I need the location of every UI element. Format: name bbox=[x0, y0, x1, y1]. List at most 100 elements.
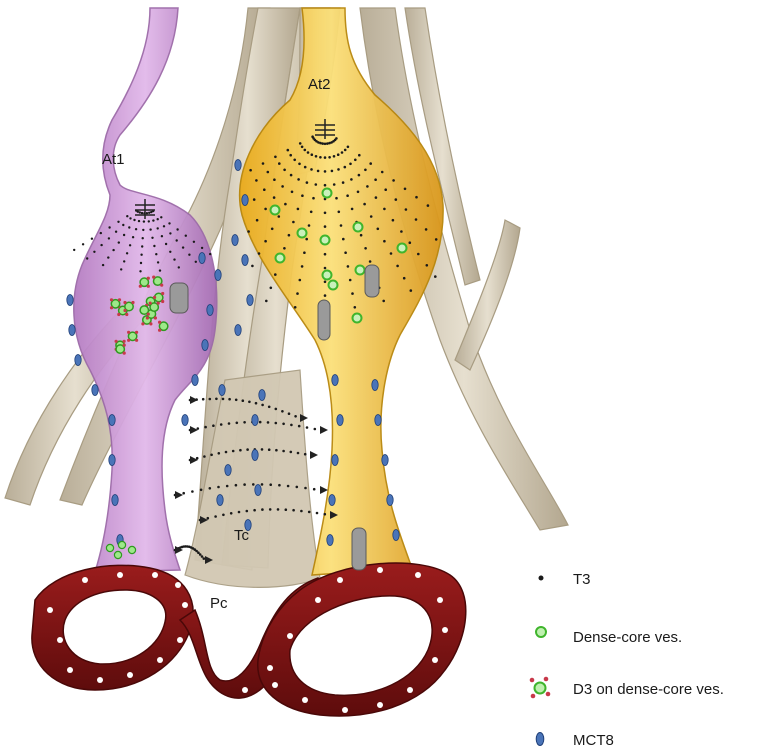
t3-dot bbox=[314, 428, 317, 431]
t3-dot bbox=[214, 515, 217, 518]
d3-marker bbox=[127, 339, 130, 342]
t3-dot bbox=[304, 149, 307, 152]
d3-marker bbox=[157, 302, 160, 305]
t3-dot bbox=[142, 229, 144, 231]
t3-dot bbox=[169, 251, 171, 253]
dense-core-vesicle bbox=[323, 189, 332, 198]
t3-dot bbox=[264, 208, 267, 211]
t3-dot bbox=[299, 142, 302, 145]
t3-dot bbox=[107, 256, 109, 258]
legend-label-d3: D3 on dense-core ves. bbox=[573, 681, 724, 698]
t3-dot bbox=[324, 143, 327, 146]
t3-dot bbox=[417, 253, 420, 256]
mct8-marker bbox=[252, 450, 258, 461]
green-ring-with-red-dots-icon bbox=[530, 677, 551, 699]
legend-item-dense-core: Dense-core ves. bbox=[536, 627, 682, 646]
t3-dot bbox=[427, 204, 430, 207]
mct8-marker bbox=[215, 270, 221, 281]
t3-dot bbox=[319, 156, 322, 159]
t3-dot bbox=[268, 406, 271, 409]
t3-dot bbox=[384, 188, 387, 191]
dense-core-vesicle bbox=[356, 266, 365, 275]
t3-dot bbox=[151, 237, 153, 239]
t3-dot bbox=[142, 237, 144, 239]
t3-dot bbox=[354, 159, 357, 162]
mct8-marker bbox=[382, 455, 388, 466]
t3-dot bbox=[344, 251, 347, 254]
t3-dot bbox=[193, 241, 195, 243]
capillary-dot bbox=[207, 687, 213, 693]
t3-dot bbox=[271, 228, 274, 231]
t3-dot bbox=[262, 162, 265, 165]
mct8-marker bbox=[182, 415, 188, 426]
t3-dot bbox=[128, 226, 130, 228]
mct8-marker bbox=[109, 455, 115, 466]
t3-dot bbox=[281, 185, 284, 188]
t3-dot bbox=[182, 492, 185, 495]
mct8-marker bbox=[252, 415, 258, 426]
legend-item-t3: T3 bbox=[539, 571, 591, 588]
capillary-dot bbox=[377, 702, 383, 708]
t3-dot bbox=[157, 261, 159, 263]
t3-dot bbox=[157, 227, 159, 229]
t3-dot bbox=[310, 168, 313, 171]
t3-dot bbox=[316, 512, 319, 515]
t3-dot bbox=[297, 208, 300, 211]
t3-dot bbox=[335, 197, 338, 200]
t3-dot bbox=[296, 486, 299, 489]
t3-dot bbox=[425, 228, 428, 231]
t3-dot bbox=[281, 410, 284, 413]
t3-dot bbox=[364, 169, 367, 172]
mct8-marker bbox=[327, 535, 333, 546]
t3-dot bbox=[263, 188, 266, 191]
t3-dot bbox=[108, 237, 110, 239]
d3-marker bbox=[149, 322, 152, 325]
t3-dot bbox=[324, 253, 327, 256]
t3-dot bbox=[82, 243, 84, 245]
t3-dot bbox=[269, 483, 272, 486]
d3-marker bbox=[118, 298, 121, 301]
t3-dot bbox=[168, 222, 170, 224]
t3-dot bbox=[270, 287, 273, 290]
t3-dot bbox=[218, 452, 221, 455]
t3-dot bbox=[112, 249, 114, 251]
t3-dot bbox=[255, 179, 258, 182]
t3-dot bbox=[297, 452, 300, 455]
t3-dot bbox=[324, 281, 327, 284]
t3-dot bbox=[283, 247, 286, 250]
capillary-dot bbox=[415, 572, 421, 578]
t3-dot bbox=[160, 216, 162, 218]
t3-dot bbox=[344, 166, 347, 169]
t3-dot bbox=[117, 221, 119, 223]
t3-dot bbox=[201, 555, 204, 558]
t3-dot bbox=[209, 253, 211, 255]
t3-dot bbox=[377, 228, 380, 231]
t3-dot bbox=[265, 300, 268, 303]
t3-dot bbox=[291, 191, 294, 194]
t3-dot bbox=[275, 422, 278, 425]
t3-dot bbox=[292, 221, 295, 224]
t3-dot bbox=[139, 211, 141, 213]
t3-dot bbox=[259, 421, 262, 424]
d3-marker bbox=[154, 316, 157, 319]
capillary-dot bbox=[287, 633, 293, 639]
t3-dot bbox=[182, 246, 184, 248]
t3-dot bbox=[191, 490, 194, 493]
t3-dot bbox=[358, 154, 361, 157]
label-tc: Tc bbox=[234, 527, 250, 544]
t3-dot bbox=[374, 178, 377, 181]
t3-dot bbox=[324, 184, 327, 187]
t3-dot bbox=[236, 422, 239, 425]
mct8-marker bbox=[329, 495, 335, 506]
t3-dot bbox=[312, 197, 315, 200]
t3-dot bbox=[324, 156, 327, 159]
capillary-dot bbox=[242, 687, 248, 693]
d3-marker bbox=[139, 285, 142, 288]
t3-dot bbox=[395, 198, 398, 201]
t3-dot bbox=[118, 241, 120, 243]
d3-marker bbox=[153, 296, 156, 299]
t3-dot bbox=[288, 412, 291, 415]
t3-dot bbox=[285, 508, 288, 511]
t3-dot bbox=[242, 399, 245, 402]
t3-dot bbox=[200, 489, 203, 492]
